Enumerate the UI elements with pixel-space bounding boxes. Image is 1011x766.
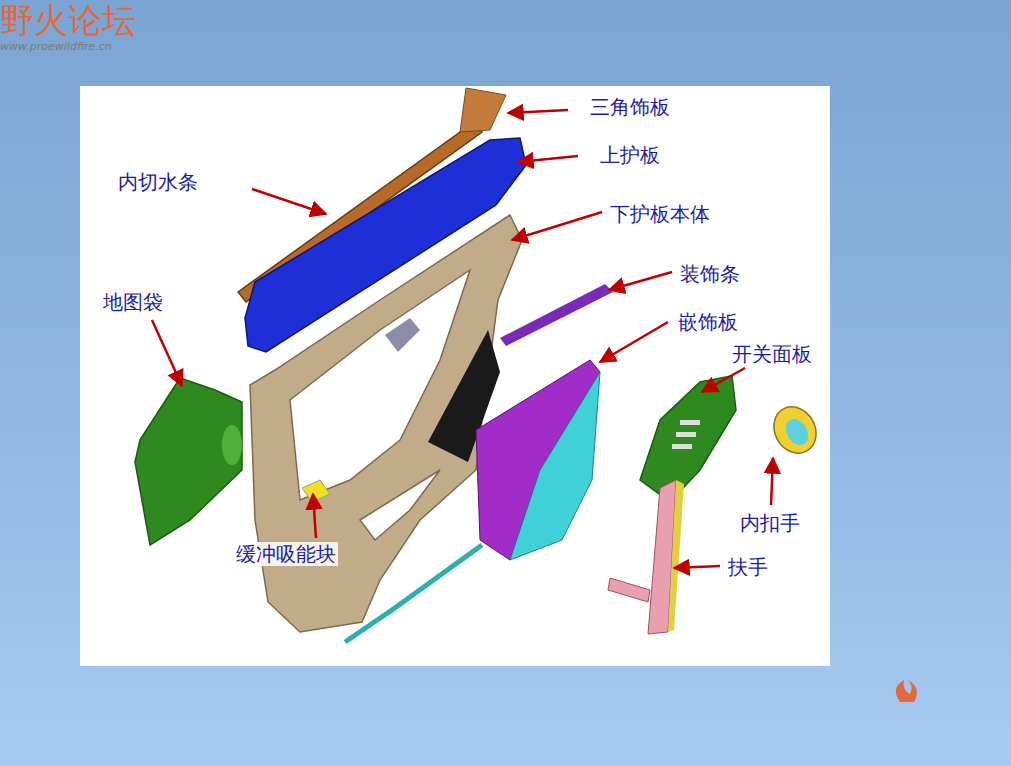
watermark: 野火论坛 [0, 0, 1011, 40]
part-label: 下护板本体 [610, 202, 710, 226]
part-label: 三角饰板 [590, 95, 670, 119]
part-label: 上护板 [600, 143, 660, 167]
part-label: 地图袋 [103, 290, 163, 314]
part-label: 开关面板 [732, 342, 812, 366]
part-label: 内切水条 [118, 170, 198, 194]
part-label: 嵌饰板 [678, 310, 738, 334]
part-label: 缓冲吸能块 [234, 542, 338, 566]
part-label: 扶手 [728, 555, 768, 579]
part-label: 内扣手 [740, 511, 800, 535]
part-label: 装饰条 [680, 262, 740, 286]
watermark-url: www.proewildfire.cn [0, 40, 1011, 54]
